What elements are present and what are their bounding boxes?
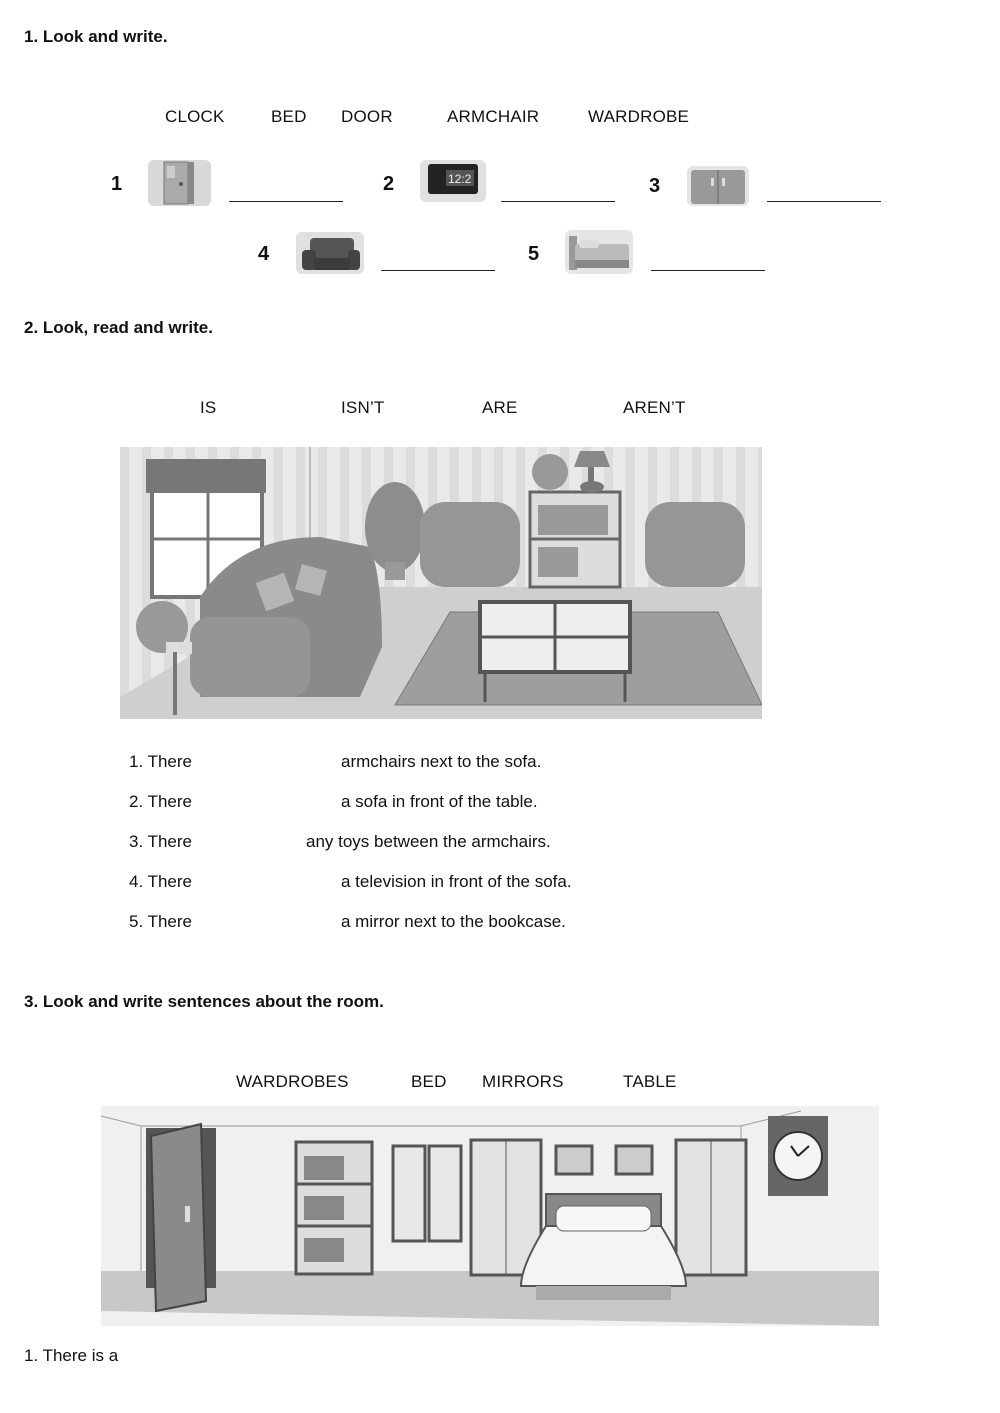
svg-text:12:2: 12:2 — [448, 172, 472, 186]
bedroom-illustration — [100, 1106, 879, 1326]
answer-line[interactable] — [229, 201, 343, 202]
clock-icon: 12:2 — [420, 160, 486, 202]
answer-line[interactable] — [501, 201, 615, 202]
word-bank-item: WARDROBE — [588, 107, 690, 126]
item-number: 3 — [649, 175, 661, 197]
word-bank-item: ARMCHAIR — [447, 107, 540, 126]
sentence-end: a television in front of the sofa. — [341, 872, 572, 891]
item-number: 2 — [383, 173, 395, 195]
sentence-end: a sofa in front of the table. — [341, 792, 538, 811]
word-bank-item: AREN’T — [623, 398, 686, 417]
word-bank-item: DOOR — [341, 107, 393, 126]
sentence-start: 5. There — [129, 912, 193, 931]
word-bank-item: ARE — [482, 398, 518, 417]
armchair-icon — [296, 232, 364, 274]
sentence-start: 4. There — [129, 872, 193, 891]
word-bank-item: BED — [271, 107, 307, 126]
sentence-start: 1. There — [129, 752, 193, 771]
sentence-start: 3. There — [129, 832, 193, 851]
word-bank-item: ISN’T — [341, 398, 385, 417]
sentence-start: 1. There is a — [24, 1346, 119, 1365]
answer-line[interactable] — [651, 270, 765, 271]
exercise-3-heading: 3. Look and write sentences about the ro… — [24, 992, 384, 1011]
exercise-2-heading: 2. Look, read and write. — [24, 318, 213, 337]
sentence-start: 2. There — [129, 792, 193, 811]
word-bank-item: IS — [200, 398, 217, 417]
bed-icon — [565, 230, 633, 274]
word-bank-item: BED — [411, 1072, 447, 1091]
word-bank-item: MIRRORS — [482, 1072, 564, 1091]
sentence-end: any toys between the armchairs. — [306, 832, 551, 851]
word-bank-item: TABLE — [623, 1072, 677, 1091]
word-bank-item: WARDROBES — [236, 1072, 349, 1091]
item-number: 5 — [528, 243, 540, 265]
item-number: 1 — [111, 173, 123, 195]
living-room-illustration — [120, 447, 763, 719]
word-bank-item: CLOCK — [165, 107, 225, 126]
exercise-1-heading: 1. Look and write. — [24, 27, 168, 46]
wardrobe-icon — [687, 166, 749, 206]
item-number: 4 — [258, 243, 270, 265]
door-icon — [148, 160, 211, 206]
sentence-end: armchairs next to the sofa. — [341, 752, 542, 771]
answer-line[interactable] — [767, 201, 881, 202]
answer-line[interactable] — [381, 270, 495, 271]
sentence-end: a mirror next to the bookcase. — [341, 912, 566, 931]
